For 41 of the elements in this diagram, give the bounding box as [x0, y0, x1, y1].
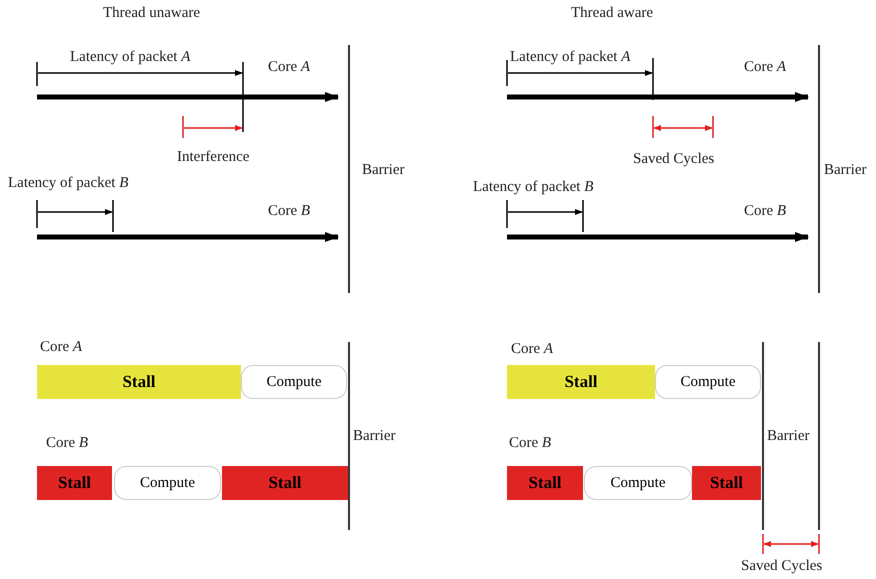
bar-label: Compute — [680, 374, 736, 390]
bar-label: Stall — [122, 372, 156, 392]
stall-bar — [692, 466, 761, 500]
annotation-label: Latency of packet A — [510, 48, 630, 66]
annotation-label: Barrier — [767, 427, 810, 445]
annotation-label: Latency of packet A — [70, 48, 190, 66]
compute-bar — [584, 466, 692, 500]
annotation-label: Core A — [511, 340, 554, 358]
panel-title: Thread aware — [571, 4, 654, 22]
stall-bar — [507, 466, 583, 500]
bar-label: Stall — [528, 473, 562, 493]
annotation-label: Core A — [40, 338, 82, 356]
bar-label: Stall — [58, 473, 92, 493]
annotation-label: Saved Cycles — [741, 557, 822, 575]
annotation-label: Core B — [509, 434, 552, 452]
annotation-label: Core B — [46, 434, 88, 452]
panel-title: Thread unaware — [103, 4, 200, 22]
annotation-label: Saved Cycles — [633, 150, 714, 168]
compute-bar — [241, 365, 347, 399]
annotation-label: Core B — [744, 202, 786, 220]
bar-label: Stall — [710, 473, 744, 493]
annotation-label: Latency of packet B — [8, 174, 128, 192]
bar-label: Stall — [268, 473, 302, 493]
annotation-label: Core B — [268, 202, 310, 220]
annotation-label: Barrier — [362, 161, 404, 179]
stall-bar — [507, 365, 655, 399]
compute-bar — [655, 365, 761, 399]
annotation-label: Interference — [177, 148, 250, 166]
compute-bar — [114, 466, 221, 500]
bar-label: Compute — [610, 474, 666, 492]
annotation-label: Barrier — [353, 427, 396, 445]
bar-label: Compute — [266, 374, 322, 390]
annotation-label: Barrier — [824, 161, 866, 179]
annotation-label: Core A — [268, 58, 310, 76]
bar-label: Compute — [140, 474, 195, 492]
stall-bar — [37, 365, 241, 399]
bar-label: Stall — [564, 372, 598, 392]
annotation-label: Latency of packet B — [473, 178, 594, 196]
annotation-label: Core A — [744, 58, 786, 76]
stall-bar — [222, 466, 348, 500]
stall-bar — [37, 466, 112, 500]
